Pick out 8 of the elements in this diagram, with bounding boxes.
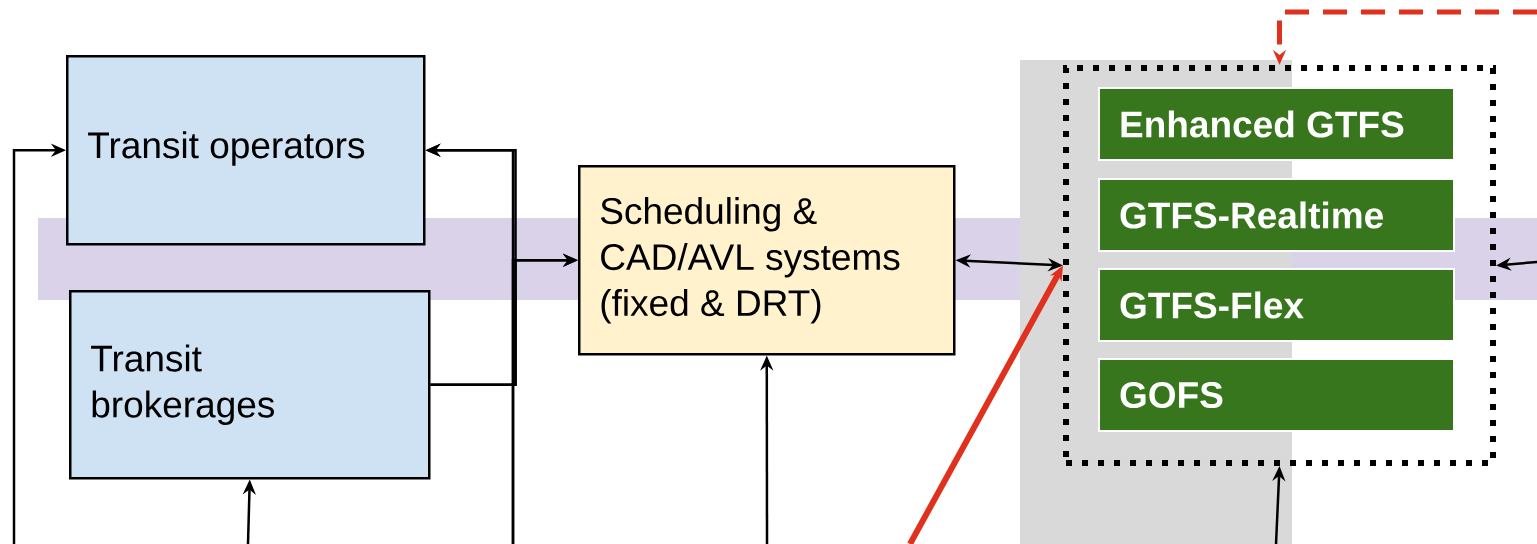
process-box: Scheduling & CAD/AVL systems (fixed & DRT) (578, 165, 956, 356)
format-box: GTFS-Flex (1098, 268, 1455, 342)
process-box: Transit operators (66, 55, 426, 246)
format-box: GTFS-Realtime (1098, 178, 1455, 252)
format-box: Enhanced GTFS (1098, 87, 1455, 161)
dotted-group-box (1063, 65, 1496, 466)
process-box: Transit brokerages (69, 290, 431, 480)
format-box: GOFS (1098, 358, 1455, 432)
